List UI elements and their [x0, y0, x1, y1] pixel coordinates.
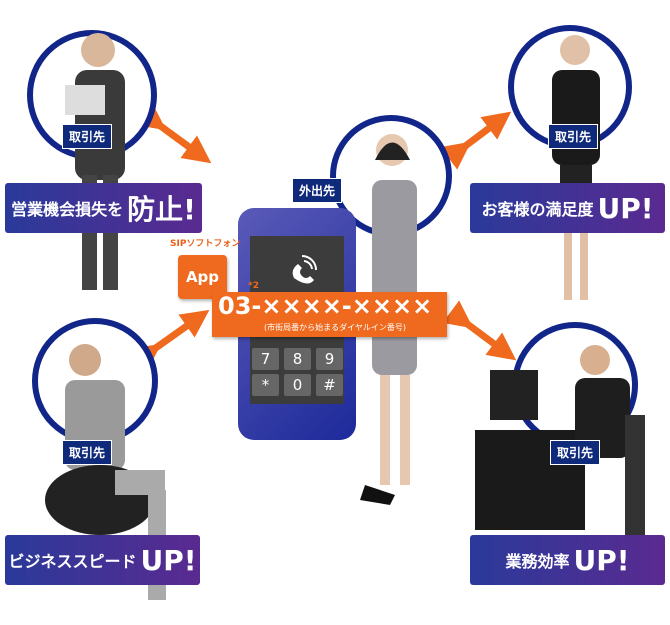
app-icon: App: [178, 255, 227, 299]
key-7: 7: [252, 348, 279, 370]
businessman-photo: [65, 33, 125, 290]
key-star: *: [252, 374, 279, 396]
arrow-top-right: [440, 111, 512, 170]
banner-text: ビジネススピード: [8, 552, 137, 571]
banner-emphasis: UP!: [597, 191, 654, 225]
key-hash: #: [316, 374, 343, 396]
arrow-bottom-left: [130, 309, 210, 372]
client-label-bottom-right: 取引先: [550, 440, 601, 465]
man-at-desk-photo: [475, 345, 645, 535]
banner-prevent-loss: 営業機会損失を防止!: [5, 183, 202, 233]
banner-text: 業務効率: [505, 552, 570, 571]
arrow-bottom-right: [442, 300, 517, 361]
banner-text: 営業機会損失を: [11, 200, 124, 219]
dial-in-number-banner: *2 03-××××-×××× (市街局番から始まるダイヤルイン番号): [212, 281, 447, 337]
client-label-bottom-left: 取引先: [62, 440, 113, 465]
key-0: 0: [284, 374, 311, 396]
banner-emphasis: UP!: [573, 543, 630, 577]
client-label-top-left: 取引先: [62, 124, 113, 149]
client-label-top-right: 取引先: [548, 124, 599, 149]
banner-emphasis: UP!: [140, 543, 197, 577]
sip-softphone-caption: SIPソフトフォン: [170, 239, 241, 249]
key-9: 9: [316, 348, 343, 370]
banner-emphasis: 防止!: [127, 193, 196, 226]
footnote-mark: *2: [248, 281, 259, 291]
banner-text: お客様の満足度: [481, 200, 594, 219]
phone-call-icon: [292, 255, 317, 284]
arrow-top-left: [135, 102, 212, 164]
number-description: (市街局番から始まるダイヤルイン番号): [264, 323, 407, 332]
businesswoman-photo: [552, 35, 600, 300]
outside-label: 外出先: [292, 178, 343, 203]
key-8: 8: [284, 348, 311, 370]
phone-number: 03-××××-××××: [218, 292, 433, 320]
